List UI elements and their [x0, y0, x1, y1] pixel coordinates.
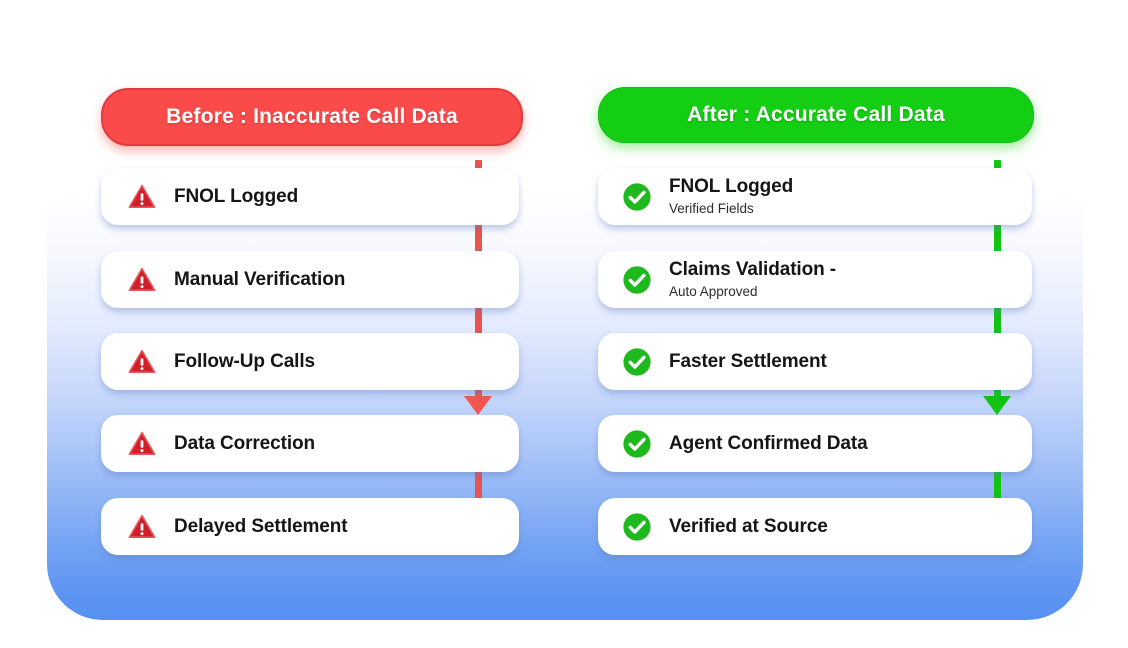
- check-circle-icon: [622, 429, 652, 459]
- after-step-card-3[interactable]: Faster Settlement: [598, 333, 1032, 390]
- after-step-card-4[interactable]: Agent Confirmed Data: [598, 415, 1032, 472]
- before-step-card-1-text: FNOL Logged: [174, 186, 298, 208]
- warning-triangle-icon: [127, 429, 157, 459]
- check-circle-icon: [622, 512, 652, 542]
- before-step-card-3-text: Follow-Up Calls: [174, 351, 315, 373]
- warning-triangle-icon: [127, 182, 157, 212]
- after-step-card-5-text: Verified at Source: [669, 516, 828, 538]
- after-arrow-shaft-3: [994, 420, 1001, 525]
- warning-triangle-icon: [127, 265, 157, 295]
- after-column-header: After : Accurate Call Data: [598, 87, 1034, 143]
- after-step-card-1[interactable]: FNOL Logged Verified Fields: [598, 168, 1032, 225]
- after-step-card-1-text: FNOL Logged Verified Fields: [669, 176, 793, 216]
- after-step-card-2-subtitle: Auto Approved: [669, 284, 758, 300]
- warning-triangle-icon: [127, 512, 157, 542]
- check-circle-icon: [622, 265, 652, 295]
- before-step-card-2[interactable]: Manual Verification: [101, 251, 519, 308]
- before-column-header: Before : Inaccurate Call Data: [101, 88, 523, 146]
- before-arrow-head-2: [464, 396, 492, 415]
- after-step-card-2-text: Claims Validation - Auto Approved: [669, 259, 836, 299]
- after-column-header-label: After : Accurate Call Data: [687, 103, 945, 126]
- before-step-card-1[interactable]: FNOL Logged: [101, 168, 519, 225]
- before-step-card-5[interactable]: Delayed Settlement: [101, 498, 519, 555]
- before-step-card-3-title: Follow-Up Calls: [174, 350, 316, 372]
- before-step-card-2-text: Manual Verification: [174, 269, 345, 291]
- before-step-card-4-text: Data Correction: [174, 433, 315, 455]
- after-arrow-head-2: [983, 396, 1011, 415]
- before-step-card-1-title: FNOL Logged: [174, 185, 299, 207]
- before-step-card-5-title: Delayed Settlement: [174, 515, 348, 537]
- after-step-card-2-title: Claims Validation -: [669, 259, 837, 281]
- after-step-card-1-title: FNOL Logged: [669, 176, 794, 198]
- before-step-card-4-title: Data Correction: [174, 432, 316, 454]
- after-step-card-3-title: Faster Settlement: [669, 350, 827, 372]
- check-circle-icon: [622, 347, 652, 377]
- before-arrow-shaft-3: [475, 420, 482, 525]
- after-step-card-4-text: Agent Confirmed Data: [669, 433, 868, 455]
- after-step-card-4-title: Agent Confirmed Data: [669, 432, 868, 454]
- before-step-card-4[interactable]: Data Correction: [101, 415, 519, 472]
- after-step-card-1-subtitle: Verified Fields: [669, 201, 754, 217]
- before-column-header-label: Before : Inaccurate Call Data: [166, 105, 458, 128]
- after-step-card-3-text: Faster Settlement: [669, 351, 827, 373]
- before-step-card-3[interactable]: Follow-Up Calls: [101, 333, 519, 390]
- check-circle-icon: [622, 182, 652, 212]
- after-step-card-2[interactable]: Claims Validation - Auto Approved: [598, 251, 1032, 308]
- warning-triangle-icon: [127, 347, 157, 377]
- before-step-card-5-text: Delayed Settlement: [174, 516, 348, 538]
- before-step-card-2-title: Manual Verification: [174, 268, 346, 290]
- after-step-card-5-title: Verified at Source: [669, 515, 828, 537]
- after-step-card-5[interactable]: Verified at Source: [598, 498, 1032, 555]
